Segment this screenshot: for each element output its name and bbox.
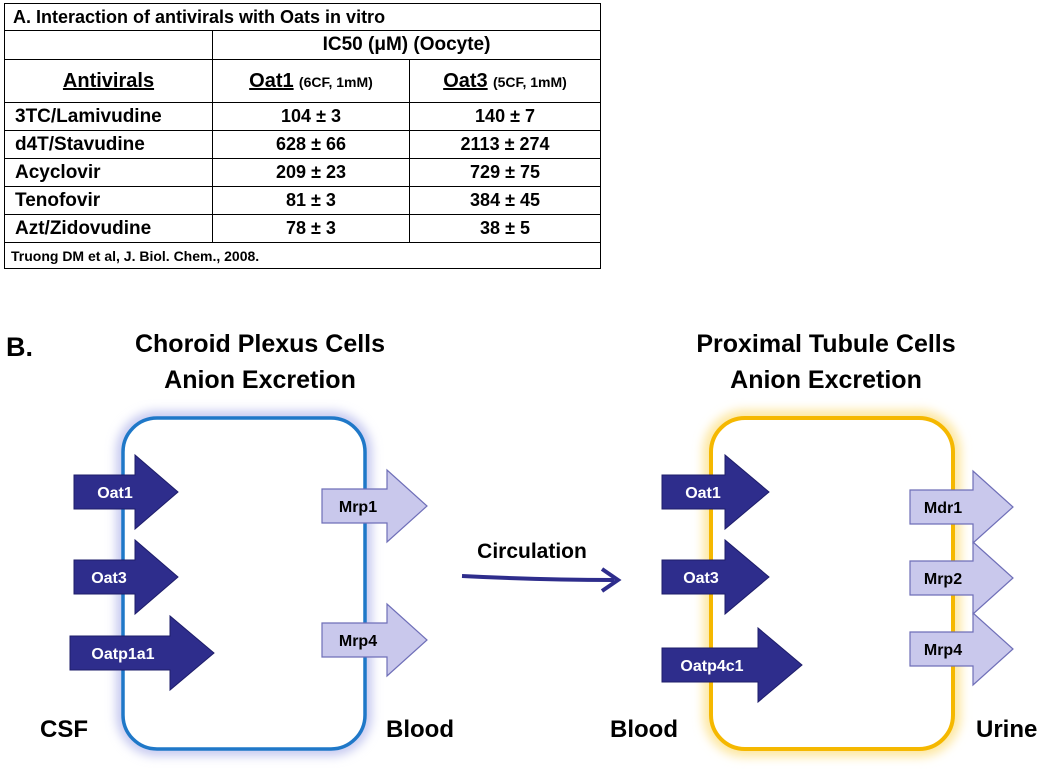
circulation-arrow: Circulation xyxy=(461,540,622,593)
antiviral-name: 3TC/Lamivudine xyxy=(4,102,213,131)
csf-label: CSF xyxy=(40,716,88,743)
proximal-title-line2: Anion Excretion xyxy=(730,366,922,394)
panel-b-label: B. xyxy=(6,332,33,362)
efflux-arrow-mrp2: Mrp2 xyxy=(909,540,1014,616)
uptake-arrow-oat3-proximal: Oat3 xyxy=(661,538,770,616)
urine-label: Urine xyxy=(976,716,1038,743)
antiviral-ic50-table: A. Interaction of antivirals with Oats i… xyxy=(3,3,602,269)
efflux-arrow-mrp4-proximal: Mrp4 xyxy=(909,611,1014,687)
antiviral-name: Tenofovir xyxy=(4,186,213,215)
table-row: Tenofovir 81 ± 3 384 ± 45 xyxy=(4,186,602,215)
uptake-arrow-oat3: Oat3 xyxy=(73,538,179,616)
uptake-label: Oat3 xyxy=(683,570,719,587)
oat1-value: 209 ± 23 xyxy=(212,158,410,187)
oat1-header-sub: (6CF, 1mM) xyxy=(298,73,373,90)
oat3-value: 2113 ± 274 xyxy=(408,130,602,159)
choroid-title-line2: Anion Excretion xyxy=(164,366,356,394)
proximal-title-line1: Proximal Tubule Cells xyxy=(696,330,956,358)
oat1-value: 104 ± 3 xyxy=(212,102,410,131)
efflux-arrow-mrp1: Mrp1 xyxy=(321,468,428,544)
uptake-arrow-oat1: Oat1 xyxy=(73,453,179,531)
uptake-label: Oatp1a1 xyxy=(91,646,154,663)
citation: Truong DM et al, J. Biol. Chem., 2008. xyxy=(3,242,602,269)
antiviral-name: Azt/Zidovudine xyxy=(4,214,213,243)
uptake-label: Oat1 xyxy=(685,485,721,502)
efflux-label: Mrp2 xyxy=(924,571,962,588)
column-header-row: Antivirals Oat1 (6CF, 1mM) Oat3 (5CF, 1m… xyxy=(4,59,602,103)
table-title: A. Interaction of antivirals with Oats i… xyxy=(3,3,602,31)
efflux-arrow-mrp4: Mrp4 xyxy=(321,602,428,678)
antivirals-header: Antivirals xyxy=(4,59,213,103)
oat3-header-sub: (5CF, 1mM) xyxy=(492,73,567,90)
uptake-arrow-oat1-proximal: Oat1 xyxy=(661,453,770,531)
citation-row: Truong DM et al, J. Biol. Chem., 2008. xyxy=(3,242,602,269)
blank-header-cell xyxy=(4,30,213,60)
efflux-label: Mrp1 xyxy=(339,499,377,516)
table-row: d4T/Stavudine 628 ± 66 2113 ± 274 xyxy=(4,130,602,159)
uptake-label: Oat1 xyxy=(97,485,133,502)
blood-label-right: Blood xyxy=(610,716,678,743)
oat1-value: 78 ± 3 xyxy=(212,214,410,243)
oat1-value: 81 ± 3 xyxy=(212,186,410,215)
uptake-arrow-oatp1a1: Oatp1a1 xyxy=(69,614,215,692)
blood-label-left: Blood xyxy=(386,716,454,743)
choroid-title-line1: Choroid Plexus Cells xyxy=(134,330,386,358)
table-row: Azt/Zidovudine 78 ± 3 38 ± 5 xyxy=(4,214,602,243)
uptake-label: Oat3 xyxy=(91,570,127,587)
efflux-label: Mdr1 xyxy=(924,500,962,517)
uptake-arrow-oatp4c1: Oatp4c1 xyxy=(661,626,803,704)
table-title-row: A. Interaction of antivirals with Oats i… xyxy=(3,3,602,31)
oat3-header-text: Oat3 xyxy=(443,69,488,92)
circulation-label: Circulation xyxy=(477,540,587,563)
oat1-value: 628 ± 66 xyxy=(212,130,410,159)
antiviral-name: d4T/Stavudine xyxy=(4,130,213,159)
oat1-header-text: Oat1 xyxy=(249,69,294,92)
efflux-arrow-mdr1: Mdr1 xyxy=(909,469,1014,545)
efflux-label: Mrp4 xyxy=(339,633,377,650)
antivirals-header-text: Antivirals xyxy=(62,69,155,92)
efflux-label: Mrp4 xyxy=(924,642,962,659)
uptake-label: Oatp4c1 xyxy=(680,658,743,675)
oat3-header: Oat3 (5CF, 1mM) xyxy=(408,59,602,103)
antiviral-ic50-table-panel: A. Interaction of antivirals with Oats i… xyxy=(3,3,602,269)
